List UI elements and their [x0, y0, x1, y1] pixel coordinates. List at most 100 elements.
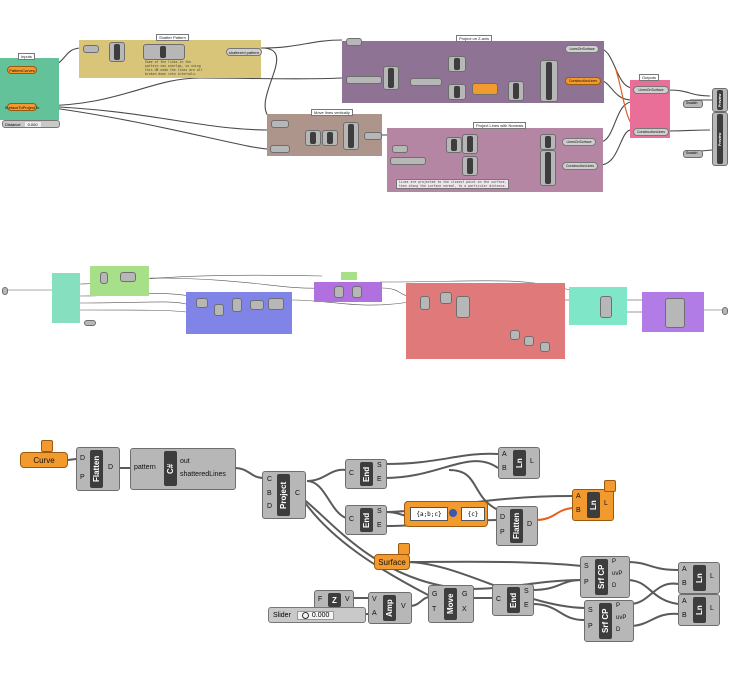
- srfcp2-port-out-p[interactable]: P: [616, 603, 621, 609]
- csharp-port-out[interactable]: out: [180, 458, 190, 465]
- end3-port-c[interactable]: C: [496, 596, 502, 603]
- amplitude-slider[interactable]: Slider 0.000: [268, 607, 366, 623]
- preview-2[interactable]: Preview: [712, 112, 728, 166]
- mid-comp[interactable]: [268, 298, 284, 310]
- construction-lines-param-1[interactable]: ConstructionLines: [565, 77, 601, 85]
- csharp-port-pattern[interactable]: pattern: [134, 464, 156, 471]
- shattered-pattern-param[interactable]: shattered pattern: [226, 48, 262, 56]
- mid-comp[interactable]: [510, 330, 520, 340]
- ln2-port-a[interactable]: A: [576, 493, 581, 500]
- srfcp2-port-s[interactable]: S: [588, 607, 593, 614]
- project-port-b[interactable]: B: [267, 490, 272, 497]
- top-end-2[interactable]: [448, 84, 466, 100]
- ln1-port-b[interactable]: B: [502, 465, 507, 472]
- outputs-construction-lines[interactable]: ConstructionLines: [633, 128, 669, 136]
- top-move[interactable]: [343, 122, 359, 150]
- top-param-surface-2[interactable]: [390, 157, 426, 165]
- ln3-port-l[interactable]: L: [710, 573, 714, 580]
- end-component-1[interactable]: C End S E: [345, 459, 387, 489]
- line-component-4[interactable]: A B Ln L: [678, 594, 720, 626]
- end3-port-e[interactable]: E: [524, 602, 529, 609]
- mid-comp[interactable]: [352, 286, 362, 298]
- flatten2-port-p[interactable]: P: [500, 529, 505, 536]
- mid-comp[interactable]: [524, 336, 534, 346]
- move-port-t[interactable]: T: [432, 606, 437, 613]
- amplitude-component[interactable]: V A Amp V: [368, 592, 412, 624]
- amp-port-out[interactable]: V: [401, 603, 406, 610]
- end1-port-c[interactable]: C: [349, 470, 355, 477]
- surface-param[interactable]: Surface: [374, 554, 410, 570]
- ln2-port-b[interactable]: B: [576, 507, 581, 514]
- top-srfcp-2[interactable]: [462, 156, 478, 176]
- slider-track[interactable]: 0.000: [296, 610, 335, 620]
- top-param-lines[interactable]: [410, 78, 442, 86]
- mid-comp[interactable]: [196, 298, 208, 308]
- mid-comp[interactable]: [600, 296, 612, 318]
- move-port-g[interactable]: G: [432, 591, 438, 598]
- end2-port-c[interactable]: C: [349, 516, 355, 523]
- mid-comp[interactable]: [214, 304, 224, 316]
- srfcp1-port-out-uvp[interactable]: uvP: [612, 571, 623, 577]
- top-ln-1[interactable]: [540, 134, 556, 150]
- ln4-port-b[interactable]: B: [682, 612, 687, 619]
- mid-comp[interactable]: [420, 296, 430, 310]
- srfcp1-port-out-p[interactable]: P: [612, 559, 617, 565]
- flatten1-port-p[interactable]: P: [80, 474, 85, 481]
- flatten1-port-out[interactable]: D: [108, 464, 114, 471]
- mid-comp[interactable]: [440, 292, 452, 304]
- mid-comp[interactable]: [250, 300, 264, 310]
- srfcp1-port-out-d[interactable]: D: [612, 583, 617, 589]
- amp-port-a[interactable]: A: [372, 610, 377, 617]
- z-port-f[interactable]: F: [318, 596, 323, 603]
- mid-param-right[interactable]: [722, 307, 728, 315]
- top-project[interactable]: [383, 66, 399, 90]
- mid-comp[interactable]: [232, 298, 242, 312]
- ln3-port-b[interactable]: B: [682, 580, 687, 587]
- top-end-3[interactable]: [446, 137, 462, 153]
- move-port-out-x[interactable]: X: [462, 606, 467, 613]
- flatten2-port-d[interactable]: D: [500, 514, 506, 521]
- end-component-3[interactable]: C End S E: [492, 584, 534, 616]
- srfcp-component-2[interactable]: S P Srf CP P uvP D: [584, 600, 634, 642]
- pattern-curves-param[interactable]: PatternCurves: [7, 66, 37, 74]
- preview-1[interactable]: Preview: [712, 88, 728, 112]
- mid-comp[interactable]: [540, 342, 550, 352]
- move-component[interactable]: G T Move G X: [428, 585, 474, 623]
- srfcp2-port-p[interactable]: P: [588, 623, 593, 630]
- lines-on-surface-param-2[interactable]: LinesOnSurface: [562, 138, 596, 146]
- top-param-curves[interactable]: [270, 145, 290, 153]
- ln1-port-l[interactable]: L: [530, 458, 534, 465]
- top-csharp[interactable]: [143, 44, 185, 60]
- mid-comp[interactable]: [456, 296, 470, 318]
- project-port-d[interactable]: D: [267, 503, 273, 510]
- end2-port-e[interactable]: E: [377, 522, 382, 529]
- swatch-2[interactable]: Swatch: [683, 150, 703, 158]
- end-component-2[interactable]: C End S E: [345, 505, 387, 535]
- list-expression-component[interactable]: {a;b;c} {c}: [404, 501, 488, 527]
- end1-port-e[interactable]: E: [377, 476, 382, 483]
- flatten2-port-out[interactable]: D: [527, 521, 533, 528]
- top-end-1[interactable]: [448, 56, 466, 72]
- ln2-port-l[interactable]: L: [604, 500, 608, 507]
- srfcp2-port-out-uvp[interactable]: uvP: [616, 615, 627, 621]
- srfcp1-port-p[interactable]: P: [584, 579, 589, 586]
- srfcp2-port-out-d[interactable]: D: [616, 627, 621, 633]
- top-projection-lines-2[interactable]: [540, 150, 556, 186]
- ln3-port-a[interactable]: A: [682, 566, 687, 573]
- srfcp1-port-s[interactable]: S: [584, 563, 589, 570]
- line-component-3[interactable]: A B Ln L: [678, 562, 720, 594]
- top-param-a[interactable]: [346, 38, 362, 46]
- top-z[interactable]: [305, 130, 321, 146]
- mid-comp[interactable]: [665, 298, 685, 328]
- top-param-dist[interactable]: [271, 120, 289, 128]
- csharp-component[interactable]: pattern C# out shatteredLines: [130, 448, 236, 490]
- end1-port-s[interactable]: S: [377, 462, 382, 469]
- ln1-port-a[interactable]: A: [502, 451, 507, 458]
- amp-port-v[interactable]: V: [372, 596, 377, 603]
- ln4-port-l[interactable]: L: [710, 605, 714, 612]
- line-component-2[interactable]: A B Ln L: [572, 489, 614, 521]
- lines-on-surface-param-1[interactable]: LinesOnSurface: [565, 45, 599, 53]
- line-component-1[interactable]: A B Ln L: [498, 447, 540, 479]
- expression-input-right[interactable]: {c}: [461, 507, 485, 521]
